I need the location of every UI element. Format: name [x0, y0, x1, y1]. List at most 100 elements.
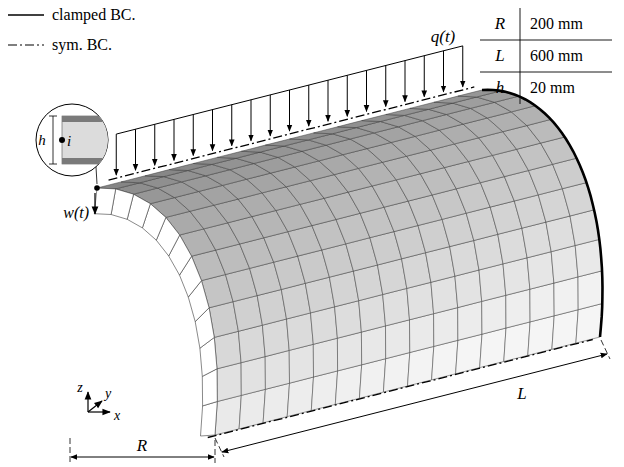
- mesh-cell: [215, 395, 241, 435]
- mesh-cell: [407, 282, 434, 320]
- load-arrow: [308, 85, 309, 126]
- mesh-cell: [145, 170, 188, 177]
- l-dimension: [222, 354, 607, 452]
- load-arrow: [116, 134, 117, 175]
- mesh-cell: [408, 346, 434, 386]
- mesh-cell: [335, 365, 361, 405]
- load-arrow: [328, 80, 329, 121]
- mesh-cell: [432, 340, 458, 380]
- mesh-cell: [217, 363, 241, 402]
- mesh-cell: [410, 314, 434, 353]
- mesh-cell: [169, 164, 212, 171]
- mesh-cell: [289, 344, 313, 383]
- thickness-label: h: [38, 132, 46, 149]
- mesh-cell: [386, 320, 410, 359]
- table-cell: 600 mm: [530, 47, 583, 65]
- mesh-cell: [338, 121, 381, 128]
- mesh-cell: [361, 326, 385, 365]
- mesh-cell: [506, 289, 530, 328]
- mesh-cell: [455, 270, 482, 308]
- mesh-cell: [434, 96, 477, 103]
- load-line: [116, 46, 463, 134]
- displacement-label: w(t): [63, 204, 89, 222]
- mesh-cell: [241, 145, 284, 152]
- strip-cell: [94, 188, 115, 215]
- mesh-cell: [578, 271, 602, 310]
- mesh-cell: [528, 316, 554, 356]
- load-arrow: [347, 75, 348, 116]
- load-arrow: [193, 115, 194, 156]
- mesh-cell: [97, 182, 140, 189]
- extension-line: [601, 340, 610, 359]
- axis-label: z: [77, 380, 82, 395]
- strip-cell: [201, 402, 218, 437]
- axis-label: y: [105, 386, 111, 401]
- mesh-cell: [434, 308, 458, 347]
- mesh-cell: [431, 276, 458, 314]
- legend-text: clamped BC.: [52, 6, 136, 24]
- mesh-cell: [386, 108, 429, 115]
- load-arrow: [385, 66, 386, 107]
- table-cell: L: [495, 47, 504, 66]
- extension-line: [215, 438, 224, 457]
- load-arrow: [212, 110, 213, 151]
- mesh-cell: [241, 357, 265, 396]
- mesh-cell: [121, 176, 164, 183]
- mesh-cell: [504, 322, 530, 362]
- mesh-cell: [313, 338, 337, 377]
- dimension-label: R: [137, 437, 147, 456]
- load-arrows: [109, 46, 475, 180]
- mesh-cell: [479, 264, 506, 302]
- mesh-cell: [265, 350, 289, 389]
- mesh-cell: [383, 288, 410, 326]
- thickness-strip: [94, 188, 217, 436]
- mesh-cell: [238, 325, 265, 363]
- mesh-cell: [551, 246, 578, 284]
- mesh-cell: [410, 102, 453, 109]
- table-cell: R: [495, 15, 505, 34]
- table-cell: 20 mm: [530, 79, 575, 97]
- section-inset: [36, 104, 112, 184]
- load-arrow: [405, 61, 406, 102]
- mesh-cell: [217, 151, 260, 158]
- legend-text: sym. BC.: [52, 36, 112, 54]
- load-arrow: [174, 119, 175, 160]
- mesh-cell: [311, 371, 337, 411]
- mesh-cell: [314, 127, 357, 134]
- symmetry-edge: [208, 340, 593, 438]
- mesh-cell: [337, 332, 361, 371]
- mesh-cell: [362, 115, 405, 122]
- mesh-cell: [527, 252, 554, 290]
- axis-label: x: [114, 408, 120, 423]
- parameter-table: [480, 8, 612, 104]
- mesh-cell: [214, 331, 241, 369]
- load-arrow: [135, 129, 136, 170]
- mesh-cell: [239, 389, 265, 429]
- mesh-cell: [311, 307, 338, 345]
- load-arrow: [154, 124, 155, 165]
- mesh-cell: [263, 383, 289, 423]
- load-arrow: [443, 51, 444, 92]
- load-arrow: [270, 95, 271, 136]
- mesh-cell: [552, 310, 578, 350]
- mesh-cell: [287, 313, 314, 351]
- clamped-edge: [482, 90, 603, 337]
- displacement-arrow: [94, 185, 100, 214]
- load-arrow: [289, 90, 290, 131]
- load-arrow: [462, 46, 463, 87]
- mesh-cell: [456, 334, 482, 374]
- mesh-cell: [335, 301, 362, 339]
- mesh-cell: [554, 277, 578, 316]
- load-arrow: [366, 70, 367, 111]
- load-arrow: [424, 56, 425, 97]
- legend-samples: [8, 15, 44, 45]
- mesh-cell: [262, 319, 289, 357]
- mesh-cell: [482, 295, 506, 334]
- mesh-cell: [265, 139, 308, 146]
- table-cell: 200 mm: [530, 15, 583, 33]
- load-label: q(t): [431, 28, 456, 47]
- mesh-cell: [359, 295, 386, 333]
- shell-mesh: [97, 90, 602, 435]
- mesh-cell: [458, 301, 482, 340]
